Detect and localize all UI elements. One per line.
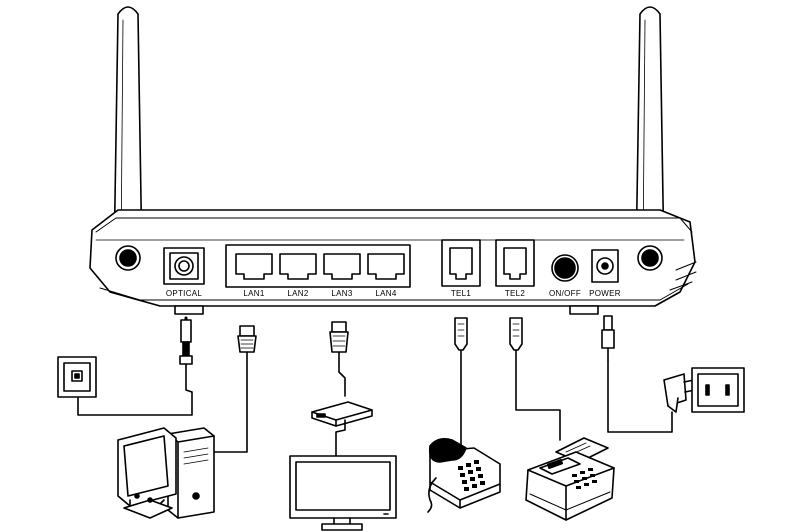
fax-machine-icon xyxy=(525,437,615,521)
ethernet-port-icon xyxy=(279,253,317,280)
lan2-port-label: LAN2 xyxy=(287,289,308,298)
power-adapter-icon xyxy=(663,373,696,413)
set-top-box-icon xyxy=(311,401,373,427)
television-icon xyxy=(289,455,397,531)
rj11-plug-icon xyxy=(454,317,468,351)
lan1-port-label: LAN1 xyxy=(243,289,264,298)
power-switch-icon xyxy=(551,254,579,282)
power-cable xyxy=(607,321,673,433)
lan3-cable xyxy=(335,351,346,457)
fiber-connector-icon xyxy=(179,319,193,365)
telephone-icon xyxy=(427,438,501,513)
fiber-wall-outlet-icon xyxy=(57,356,97,398)
desktop-computer-icon xyxy=(117,427,215,519)
lan-port-group xyxy=(225,244,411,288)
tel2-port-icon xyxy=(495,239,535,287)
power-port-label: POWER xyxy=(589,289,621,298)
tel1-port-label: TEL1 xyxy=(451,289,472,298)
ethernet-port-icon xyxy=(235,253,273,280)
ethernet-port-icon xyxy=(323,253,361,280)
optical-port-icon xyxy=(163,247,205,285)
optical-port-label: OPTICAL xyxy=(166,289,203,298)
lan1-cable xyxy=(209,351,248,453)
dc-jack-icon xyxy=(591,249,619,283)
on-off-label: ON/OFF xyxy=(549,289,581,298)
rj11-plug-icon xyxy=(509,317,523,351)
wall-socket-icon xyxy=(691,367,745,413)
tel2-cable xyxy=(515,349,561,441)
ethernet-port-icon xyxy=(367,253,405,280)
lan3-port-label: LAN3 xyxy=(331,289,352,298)
rj45-plug-icon xyxy=(237,325,257,353)
tel1-port-icon xyxy=(441,239,481,287)
dc-plug-icon xyxy=(601,315,615,349)
lan4-port-label: LAN4 xyxy=(375,289,396,298)
tel2-port-label: TEL2 xyxy=(505,289,526,298)
rj45-plug-icon xyxy=(329,321,349,353)
